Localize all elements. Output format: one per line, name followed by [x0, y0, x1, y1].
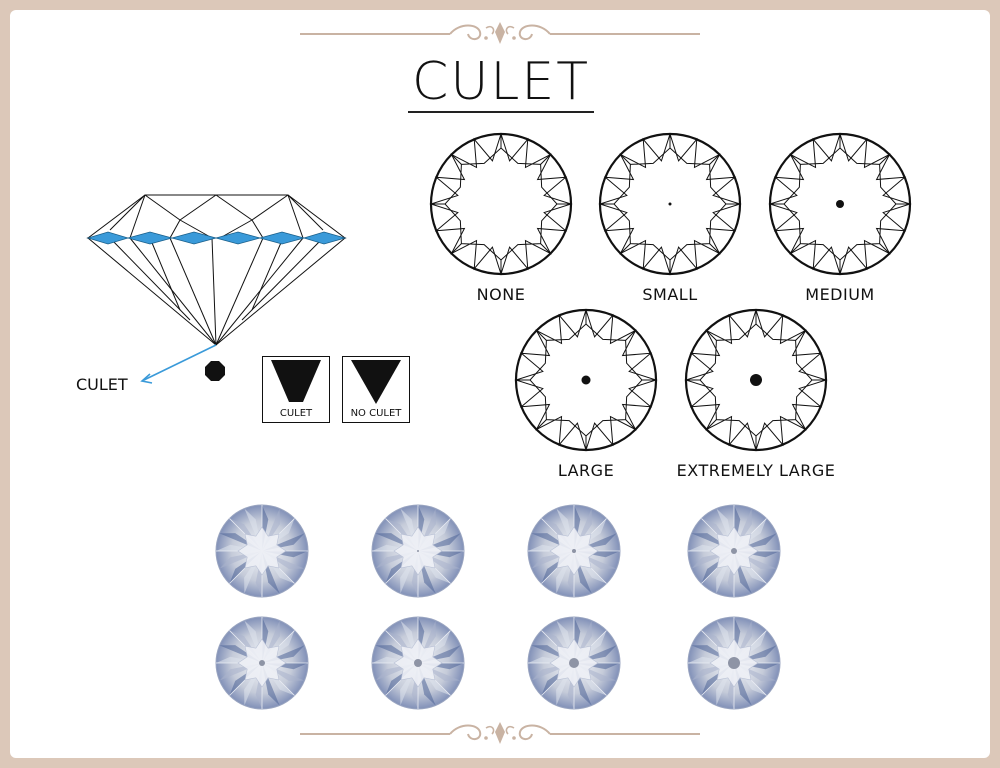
size-label-extremely-large: EXTREMELY LARGE: [676, 461, 836, 480]
culet-box: CULET: [262, 356, 330, 423]
culet-extremely-large-diagram: [684, 308, 828, 452]
culet-pavilion-icon: [271, 360, 321, 402]
culet-large-diagram: [514, 308, 658, 452]
diamond-photo: [527, 504, 621, 598]
page-title: CULET: [412, 52, 590, 112]
diamond-profile-diagram: [86, 194, 347, 384]
no-culet-box-label: NO CULET: [350, 408, 402, 419]
size-label-small: SMALL: [642, 285, 698, 304]
culet-none-diagram: [429, 132, 573, 276]
top-ornament-icon: [300, 22, 700, 44]
title-underline: [408, 111, 594, 113]
diamond-photo: [687, 504, 781, 598]
diamond-photo: [687, 616, 781, 710]
octagon-culet-icon: [205, 361, 225, 381]
no-culet-box: NO CULET: [342, 356, 410, 423]
culet-box-label: CULET: [279, 408, 313, 419]
culet-small-diagram: [598, 132, 742, 276]
diamond-photo: [371, 504, 465, 598]
size-label-large: LARGE: [557, 461, 615, 480]
culet-medium-diagram: [768, 132, 912, 276]
diamond-photo: [215, 504, 309, 598]
diamond-photo: [527, 616, 621, 710]
size-label-none: NONE: [476, 285, 526, 304]
culet-pointer-label: CULET: [76, 375, 128, 394]
size-label-medium: MEDIUM: [805, 285, 875, 304]
bottom-ornament-icon: [300, 722, 700, 744]
no-culet-pavilion-icon: [351, 360, 401, 404]
diamond-photo: [371, 616, 465, 710]
diamond-photo: [215, 616, 309, 710]
